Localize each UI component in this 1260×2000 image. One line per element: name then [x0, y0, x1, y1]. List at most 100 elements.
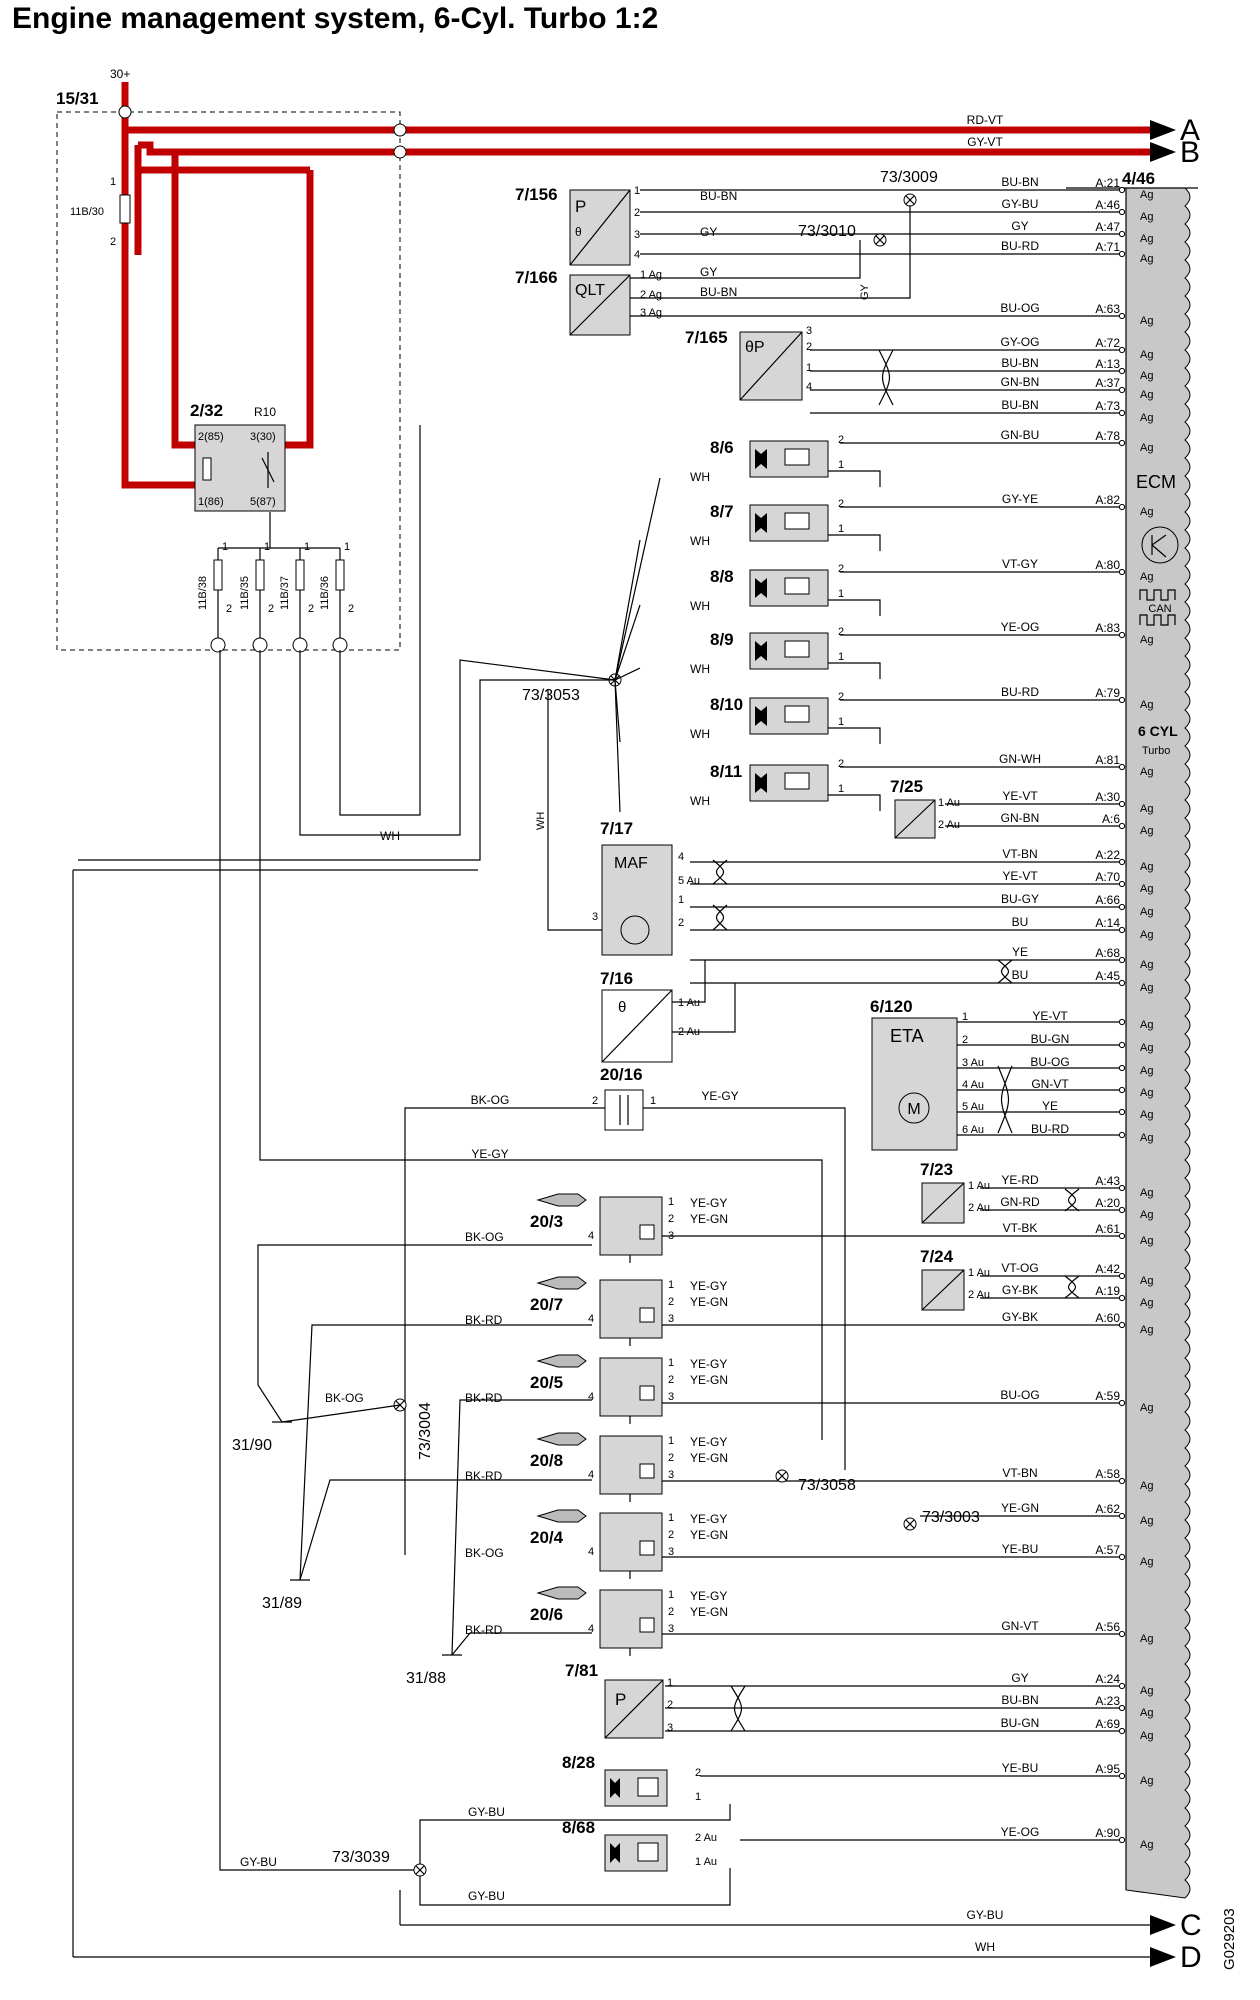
ecm-pin-label: A:47: [1095, 220, 1120, 234]
fuse-icon: [119, 194, 131, 224]
wire-color-label: YE-GY: [690, 1279, 727, 1293]
ecm-ag-label: Ag: [1140, 1065, 1153, 1077]
wire-color-label: GY: [1011, 1671, 1028, 1685]
wire-color-label: GN-RD: [1000, 1195, 1040, 1209]
pin-label: 2: [695, 1767, 701, 1779]
ecm-pin-terminal: [1118, 503, 1126, 511]
injector-icon: [755, 706, 767, 726]
injector-ref: 8/6: [710, 438, 734, 457]
ecm-ag-label: Ag: [1140, 1707, 1153, 1719]
injector-coil-icon: [784, 577, 810, 595]
wire-color-label: YE-GN: [690, 1451, 728, 1465]
wire-color-label: GN-BN: [1001, 811, 1040, 825]
motor-icon: [898, 1092, 930, 1124]
twisted-pair-icon: [878, 349, 894, 406]
sensor-box: [601, 844, 673, 956]
injector-icon: [755, 578, 767, 598]
ecm-pin-terminal: [1118, 858, 1126, 866]
page-title: Engine management system, 6-Cyl. Turbo 1…: [12, 2, 659, 35]
ecm-pin-label: A:61: [1095, 1222, 1120, 1236]
fuse-main-label: 11B/30: [70, 206, 104, 218]
twisted-pair-icon: [1064, 1188, 1080, 1212]
wire-color-label: BU: [1012, 915, 1029, 929]
pin-label: 1: [650, 1095, 656, 1107]
sensor-diagonal: [569, 189, 631, 266]
pin-label: 2: [838, 758, 844, 770]
pin-label: 2 Ag: [640, 289, 662, 301]
wire: [547, 690, 602, 931]
ecm-pin-terminal: [1118, 409, 1126, 417]
sensor-ref: 6/120: [870, 997, 913, 1016]
pin-label: 1: [962, 1011, 968, 1023]
wire-color-label: BU-BN: [1001, 356, 1038, 370]
pin-label: 3: [668, 1546, 674, 1558]
wire: [672, 960, 706, 1003]
sensor-symbol: θP: [745, 339, 765, 356]
wire-color-label: VT-BN: [1002, 1466, 1037, 1480]
wire-color-label: GY-OG: [1001, 335, 1040, 349]
ecm-pin-terminal: [1118, 312, 1126, 320]
valve-ref: 8/28: [562, 1753, 595, 1772]
ecm-ag-label: Ag: [1140, 349, 1153, 361]
relay-pin-label: 3(30): [250, 431, 276, 443]
sensor-diagonal: [894, 799, 936, 839]
output-arrow-C: [1150, 1915, 1176, 1935]
wire-color-label: YE-GN: [690, 1373, 728, 1387]
pin-label: 2: [226, 603, 232, 615]
ecm-ag-label: Ag: [1140, 861, 1153, 873]
wire: [257, 1244, 592, 1423]
pin-label: 1: [668, 1589, 674, 1601]
twisted-pair-icon: [712, 859, 728, 885]
wire: [614, 679, 621, 813]
injector-ref: 8/7: [710, 502, 734, 521]
ecm-pin-terminal: [1118, 696, 1126, 704]
wire-color-label: YE: [1042, 1099, 1058, 1113]
wire: [828, 662, 881, 679]
can-wave-icon: [1139, 614, 1176, 626]
wire-color-label: YE-GY: [690, 1589, 727, 1603]
ecm-pin-label: A:21: [1095, 176, 1120, 190]
pin-label: 2: [634, 207, 640, 219]
ecm-pin-label: A:45: [1095, 969, 1120, 983]
wire-color-label: BU-OG: [1000, 1388, 1039, 1402]
ecm-pin-terminal: [1118, 631, 1126, 639]
wire-color-label: GY-BU: [468, 1805, 505, 1819]
ecm-pin-terminal: [1118, 1772, 1126, 1780]
wire-color-label: YE-VT: [1002, 789, 1038, 803]
wire-color-label: BU-BN: [1001, 398, 1038, 412]
ecm-pin-label: A:83: [1095, 621, 1120, 635]
ground-label: 31/88: [406, 1670, 446, 1687]
ecm-ag-label: Ag: [1140, 825, 1153, 837]
injector-coil-icon: [784, 512, 810, 530]
ecm-pin-label: A:43: [1095, 1174, 1120, 1188]
pin-label: 2: [592, 1095, 598, 1107]
pin-label: 1: [838, 588, 844, 600]
wire-color-label: BU-OG: [1000, 301, 1039, 315]
pin-label: 2: [110, 236, 116, 248]
twisted-pair-icon: [1064, 1275, 1080, 1299]
wire: [419, 1868, 731, 1906]
injector-icon: [755, 513, 767, 533]
power-rail-b: [138, 141, 1150, 156]
ecm-ag-label: Ag: [1140, 1480, 1153, 1492]
static-wiring: [56, 82, 1198, 1967]
ecm-pin-terminal: [1118, 1041, 1126, 1049]
wire-color-label: YE-GN: [690, 1212, 728, 1226]
output-label-C: C: [1180, 1909, 1202, 1942]
wire-color-label: GN-VT: [1031, 1077, 1069, 1091]
wire-color-label: GY-BU: [1002, 197, 1039, 211]
ecm-ag-label: Ag: [1140, 253, 1153, 265]
wire-color-label: WH: [690, 470, 710, 484]
ecm-pin-label: A:42: [1095, 1262, 1120, 1276]
fuse-label: 11B/36: [319, 576, 331, 610]
pin-label: 1 Au: [678, 997, 700, 1009]
pin-label: 3: [668, 1469, 674, 1481]
ecm-pin-label: A:46: [1095, 198, 1120, 212]
wire-color-label: GY: [700, 265, 717, 279]
pin-label: 1: [838, 783, 844, 795]
pin-label: 5 Au: [962, 1101, 984, 1113]
ecm-ag-label: Ag: [1140, 233, 1153, 245]
sensor-box: [871, 1017, 958, 1151]
pin-label: 1: [668, 1357, 674, 1369]
terminal: [332, 637, 348, 653]
